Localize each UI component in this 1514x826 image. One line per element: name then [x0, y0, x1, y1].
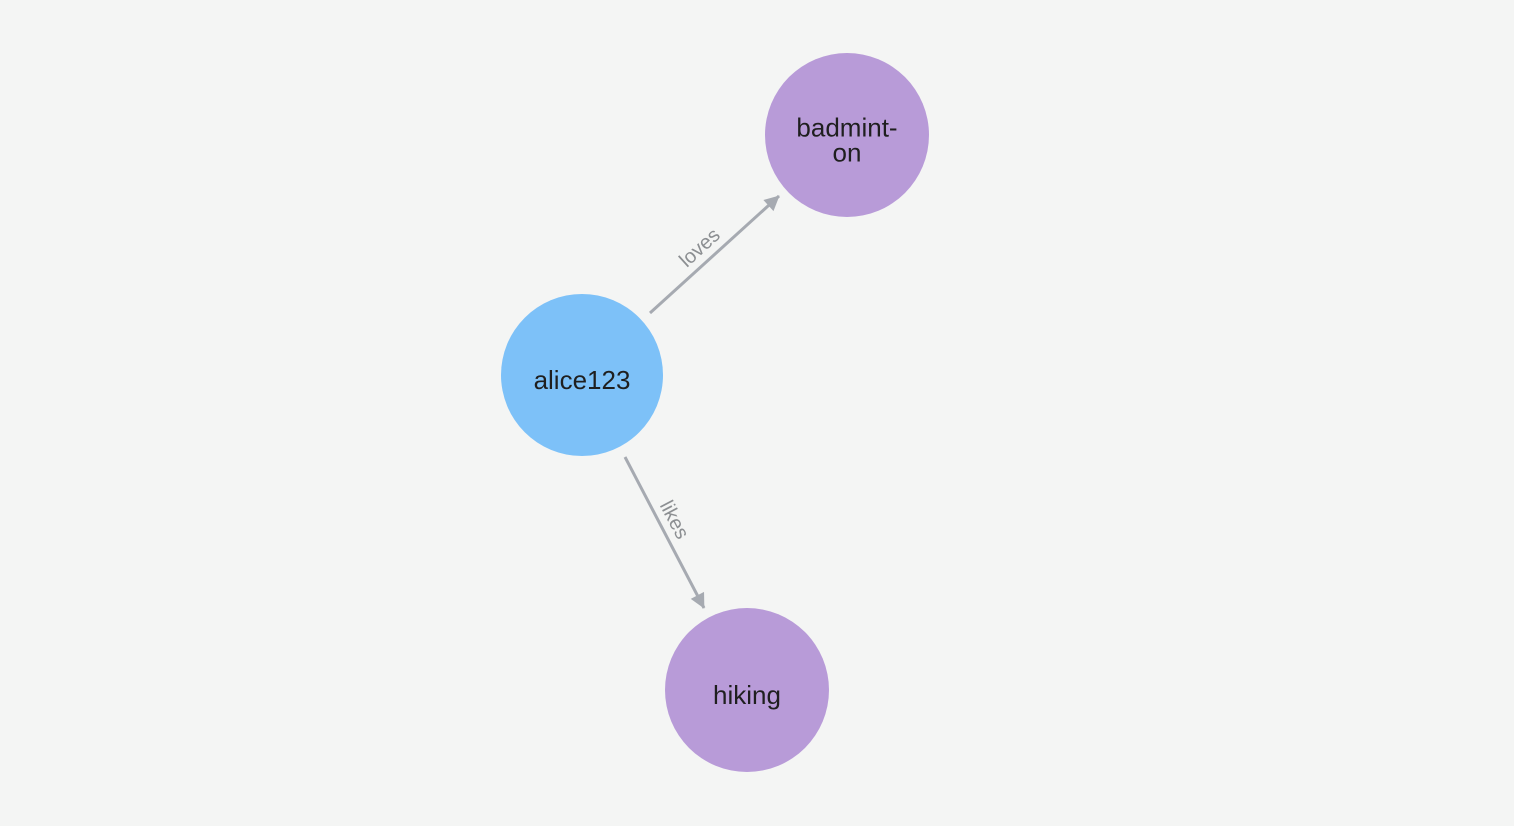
graph-edge-likes[interactable] [623, 456, 706, 609]
graph-node-badminton[interactable] [765, 53, 929, 217]
graph-node-alice123[interactable] [501, 294, 663, 456]
graph-edge-label-loves[interactable]: loves [675, 224, 724, 272]
graph-node-hiking[interactable] [665, 608, 829, 772]
graph-edge-label-likes[interactable]: likes [655, 497, 693, 543]
graph-edge-loves[interactable] [648, 194, 781, 315]
